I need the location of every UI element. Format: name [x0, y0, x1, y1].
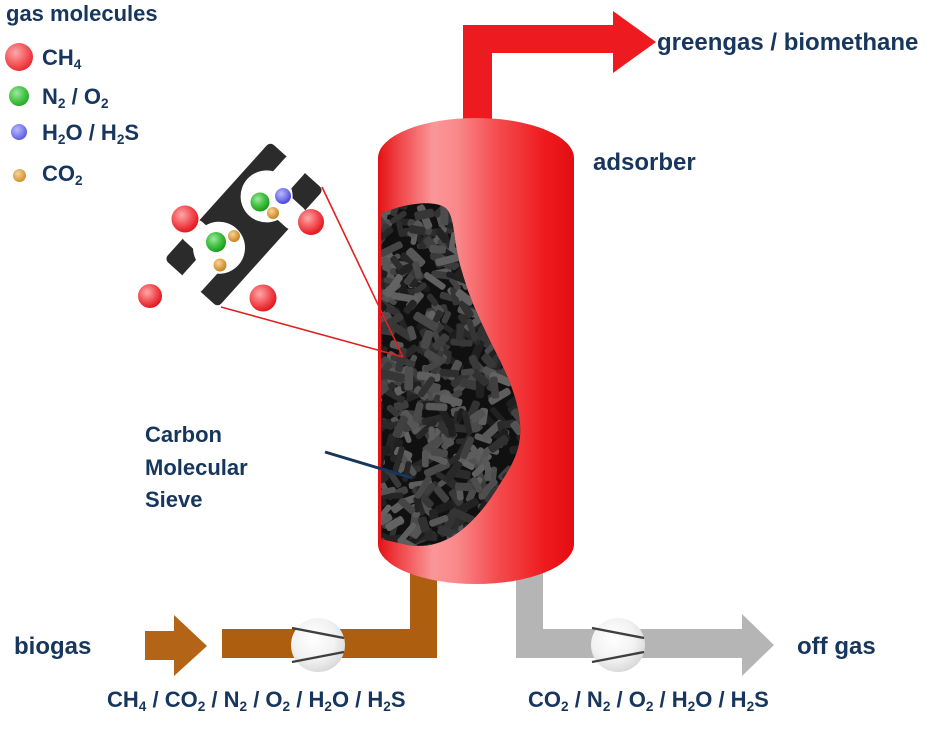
offgas-valve	[591, 618, 645, 672]
adsorber-label: adsorber	[593, 149, 696, 176]
legend-title: gas molecules	[6, 1, 158, 26]
inset-molecules	[138, 188, 324, 312]
feed-valve-ball	[291, 618, 345, 672]
callout-line-bottom	[220, 306, 404, 358]
offgas-composition-label: CO2 / N2 / O2 / H2O / H2S	[528, 687, 769, 715]
greengas-arrowhead-icon	[613, 11, 656, 73]
offgas-valve-ball	[591, 618, 645, 672]
offgas-valve-stem-line	[591, 650, 645, 664]
offgas-label: off gas	[797, 633, 876, 660]
cms-pointer-line	[324, 450, 413, 480]
cms-label-line3: Sieve	[145, 487, 203, 512]
legend-h2o-h2s-label: H2O / H2S	[42, 120, 140, 148]
feed-valve-stem-line	[291, 626, 345, 640]
greengas-pipe-horizontal	[463, 25, 614, 53]
legend-h2o-h2s-sphere-icon	[11, 124, 27, 140]
cms-label: Carbon Molecular Sieve	[145, 419, 248, 517]
callout-line-top	[321, 186, 404, 358]
n2-o2-molecule	[250, 192, 270, 212]
cms-label-line2: Molecular	[145, 454, 248, 480]
biogas-arrow-tail	[145, 631, 174, 660]
ch4-molecule	[171, 205, 199, 233]
greengas-label: greengas / biomethane	[657, 29, 919, 56]
co2-molecule	[213, 258, 227, 272]
cms-label-line1: Carbon	[145, 422, 222, 447]
ch4-molecule	[298, 209, 324, 235]
n2-o2-molecule	[206, 232, 226, 252]
pore-right-end-channel	[269, 155, 306, 192]
offgas-valve-stem-line	[591, 626, 645, 640]
legend-ch4-label: CH4	[42, 45, 82, 73]
legend-co2-sphere-icon	[13, 169, 26, 182]
legend-co2-label: CO2	[42, 161, 83, 189]
offgas-arrowhead-icon	[742, 614, 774, 676]
legend-ch4-sphere-icon	[5, 43, 33, 71]
co2-molecule	[228, 230, 240, 242]
feed-valve-stem-line	[291, 650, 345, 664]
pore-left-end-channel	[181, 255, 219, 293]
biogas-arrowhead	[174, 615, 207, 676]
greengas-pipe-arrow	[463, 11, 656, 125]
ch4-molecule	[138, 284, 162, 308]
feed-valve	[291, 618, 345, 672]
h2o-h2s-molecule	[275, 188, 291, 204]
co2-molecule	[267, 207, 279, 219]
biogas-label: biogas	[14, 633, 92, 660]
legend-n2-o2-label: N2 / O2	[42, 84, 109, 112]
biogas-arrow-icon	[145, 615, 207, 676]
ch4-molecule	[249, 284, 277, 312]
feed-composition-label: CH4 / CO2 / N2 / O2 / H2O / H2S	[107, 687, 406, 715]
legend-n2-o2-sphere-icon	[9, 86, 29, 106]
